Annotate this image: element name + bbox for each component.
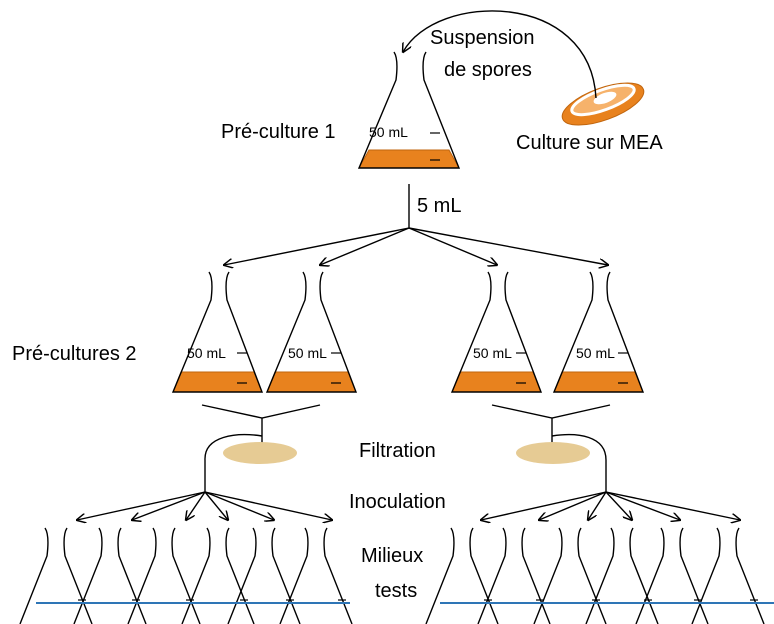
preculture2-flask-2: 50 mL xyxy=(265,271,358,393)
test-flask xyxy=(227,527,301,624)
filter-left xyxy=(223,442,297,464)
preculture2-flask-2-volume: 50 mL xyxy=(288,345,327,361)
preculture2-flask-1-volume: 50 mL xyxy=(187,345,226,361)
inoculation-arrows-right xyxy=(481,491,740,520)
inoculation-arrows-left xyxy=(77,491,332,520)
test-media-flasks xyxy=(19,527,774,624)
milieux-label-line2: tests xyxy=(375,580,417,602)
preculture2-flask-4: 50 mL xyxy=(552,271,645,393)
test-flask xyxy=(425,527,499,624)
preculture2-flask-4-volume: 50 mL xyxy=(576,345,615,361)
pooling-left xyxy=(201,404,321,492)
preculture2-flask-3-volume: 50 mL xyxy=(473,345,512,361)
test-flask xyxy=(279,527,353,624)
test-flask xyxy=(477,527,551,624)
milieux-label-line1: Milieux xyxy=(361,545,423,567)
test-flask xyxy=(585,527,659,624)
pooling-right xyxy=(491,404,611,492)
culture-mea-label: Culture sur MEA xyxy=(516,132,663,154)
preculture1-medium xyxy=(358,149,460,169)
volume-transfer-label: 5 mL xyxy=(417,195,461,217)
preculture2-flask-1: 50 mL xyxy=(171,271,264,393)
preculture1-label: Pré-culture 1 xyxy=(221,121,336,143)
test-flask xyxy=(127,527,201,624)
preculture1-flask: 50 mL xyxy=(357,51,461,169)
precultures2-label: Pré-cultures 2 xyxy=(12,343,137,365)
mea-petri-dish xyxy=(561,82,645,126)
filter-right xyxy=(516,442,590,464)
suspension-label-line2: de spores xyxy=(444,59,532,81)
test-flask xyxy=(19,527,93,624)
inoculation-label: Inoculation xyxy=(349,491,446,513)
preculture2-flask-3: 50 mL xyxy=(450,271,543,393)
test-flask xyxy=(691,527,765,624)
filtration-label: Filtration xyxy=(359,440,436,462)
preculture1-volume-label: 50 mL xyxy=(369,124,408,140)
spore-suspension-arrow xyxy=(403,10,597,99)
test-flask xyxy=(73,527,147,624)
suspension-label-line1: Suspension xyxy=(430,27,535,49)
test-flask xyxy=(181,527,255,624)
test-flask xyxy=(635,527,709,624)
split-arrows xyxy=(224,227,608,265)
